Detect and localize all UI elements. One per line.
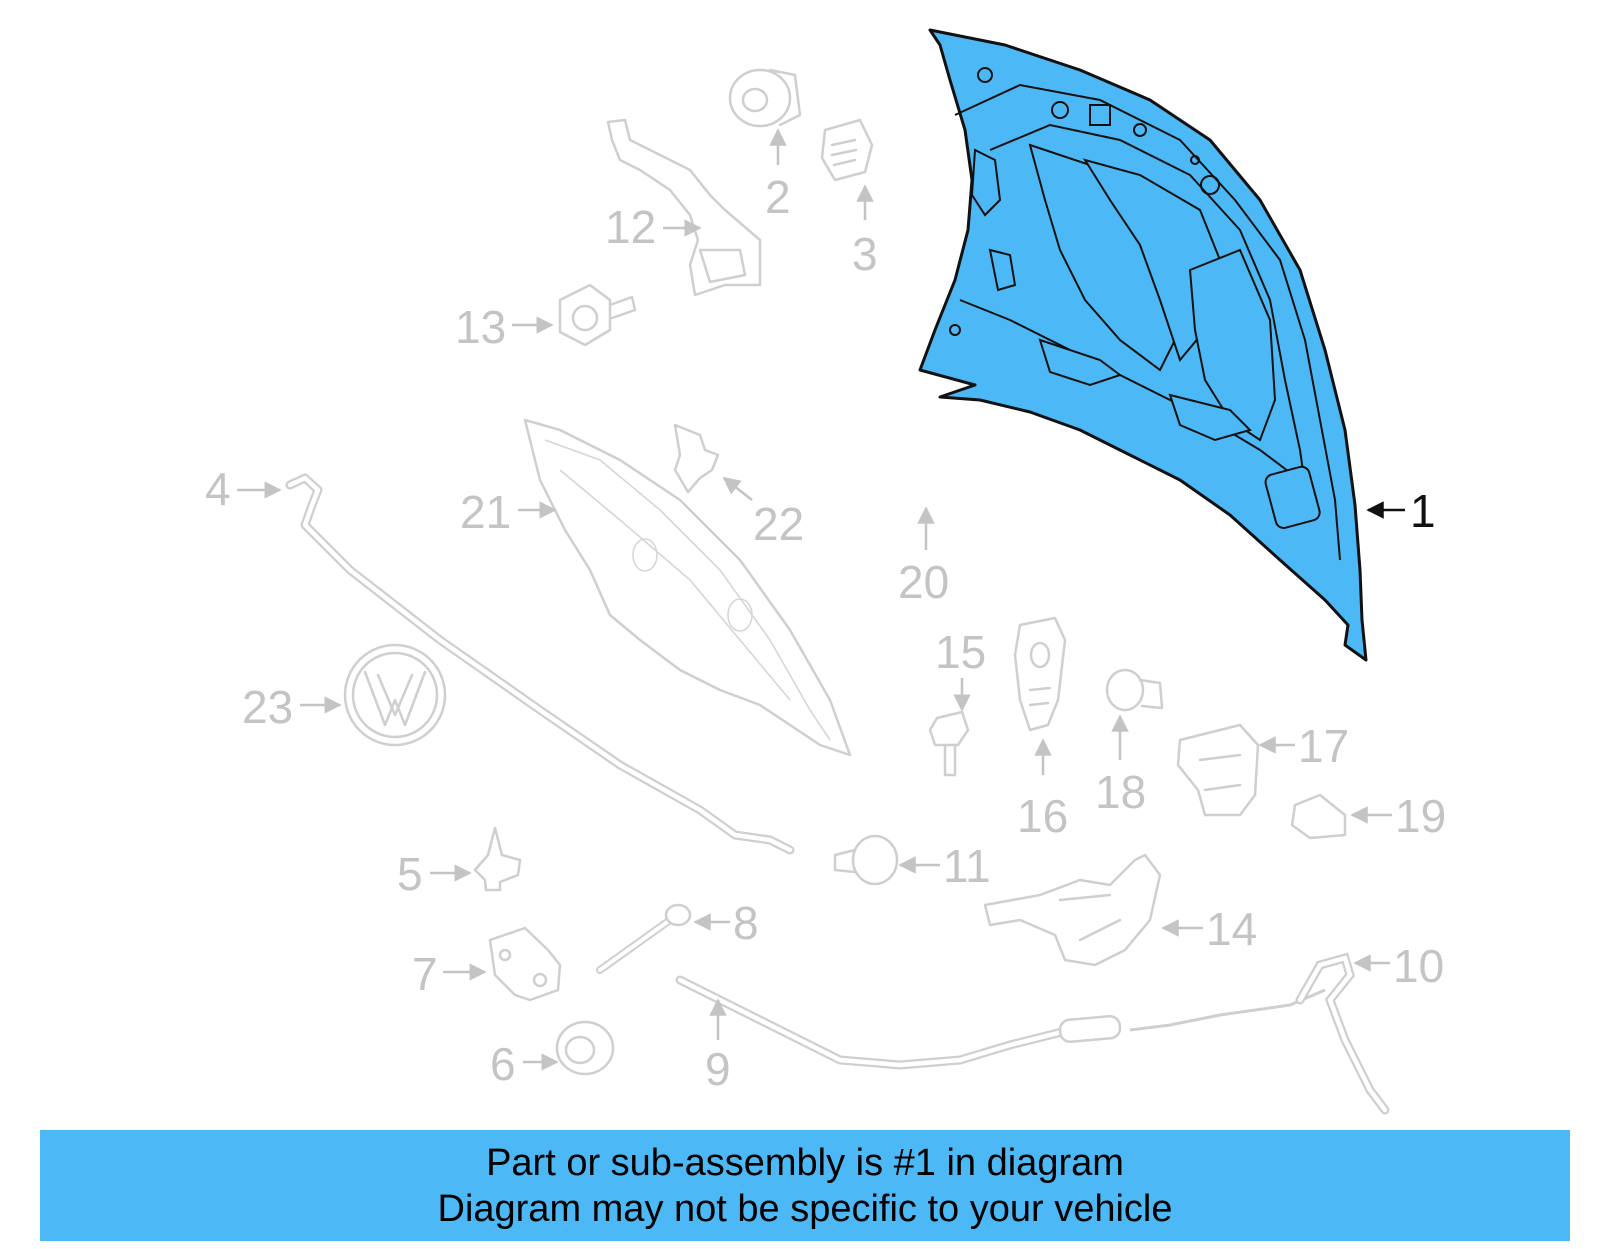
callout-7: 7 (412, 948, 487, 1000)
callout-number: 10 (1393, 940, 1444, 992)
part-19-clip[interactable] (1290, 793, 1347, 840)
callout-number: 2 (765, 171, 791, 223)
part-14-hinge[interactable] (983, 853, 1162, 967)
banner-line-part: Part or sub-assembly is #1 in diagram (486, 1141, 1124, 1184)
callout-14: 14 (1161, 903, 1257, 955)
part-15-bolt[interactable] (928, 710, 970, 777)
part-22-clip[interactable] (673, 423, 720, 494)
part-10-release-handle[interactable] (1295, 952, 1390, 1115)
callout-number: 11 (943, 840, 991, 892)
info-banner: Part or sub-assembly is #1 in diagram Di… (40, 1130, 1570, 1241)
callout-12: 12 (605, 201, 702, 253)
callout-number: 17 (1298, 720, 1349, 772)
callout-22: 22 (722, 476, 804, 550)
callout-number: 14 (1206, 903, 1257, 955)
callout-number: 15 (935, 626, 986, 678)
callout-19: 19 (1350, 790, 1446, 842)
callout-number: 23 (242, 681, 293, 733)
part-17-latch-bracket[interactable] (1176, 723, 1260, 817)
callout-number: 22 (753, 498, 804, 550)
callout-8: 8 (693, 897, 759, 949)
banner-line-disclaimer: Diagram may not be specific to your vehi… (437, 1187, 1173, 1230)
callout-20: 20 (898, 506, 949, 608)
callout-number: 16 (1017, 790, 1068, 842)
part-13-bolt[interactable] (558, 283, 637, 347)
part-18-bumper[interactable] (1105, 668, 1164, 712)
callout-number: 19 (1395, 790, 1446, 842)
callout-16: 16 (1017, 738, 1068, 842)
callout-number: 7 (412, 948, 438, 1000)
part-20-prop-rod[interactable] (717, 337, 1188, 633)
callout-number: 18 (1095, 766, 1146, 818)
part-21-insulation-pad[interactable] (523, 418, 852, 757)
part-11-bumper[interactable] (833, 834, 899, 886)
part-8-bolt[interactable] (596, 903, 692, 974)
callout-number: 21 (460, 486, 511, 538)
part-6-grommet[interactable] (555, 1020, 615, 1076)
callout-17: 17 (1258, 720, 1349, 772)
part-4-release-cable[interactable] (285, 473, 795, 855)
callout-number: 13 (455, 301, 506, 353)
callout-number: 12 (605, 201, 656, 253)
callout-23: 23 (242, 681, 342, 733)
part-2-grommet[interactable] (728, 68, 802, 128)
callout-6: 6 (490, 1038, 559, 1090)
callout-number: 3 (852, 228, 878, 280)
part-1-hood[interactable] (918, 28, 1368, 662)
callout-number: 20 (898, 556, 949, 608)
callout-1: 1 (1366, 485, 1436, 537)
part-5-striker[interactable] (473, 826, 522, 892)
callout-number: 5 (397, 848, 423, 900)
part-7-latch[interactable] (488, 926, 562, 1002)
callout-11: 11 (898, 840, 991, 892)
callout-15: 15 (935, 626, 986, 712)
callout-3: 3 (852, 184, 878, 280)
callout-4: 4 (205, 463, 282, 515)
callout-2: 2 (765, 128, 791, 223)
callout-number: 9 (705, 1043, 731, 1095)
part-16-bumper-bracket[interactable] (1013, 616, 1067, 732)
part-23-emblem[interactable] (343, 643, 447, 747)
callout-number: 6 (490, 1038, 516, 1090)
callout-5: 5 (397, 848, 472, 900)
part-12-hinge-bracket[interactable] (606, 118, 762, 297)
callout-18: 18 (1095, 714, 1146, 818)
callout-21: 21 (460, 486, 557, 538)
callout-9: 9 (705, 998, 731, 1095)
part-9-release-cable[interactable] (675, 975, 1326, 1070)
callout-10: 10 (1353, 940, 1444, 992)
callout-number: 8 (733, 897, 759, 949)
callout-13: 13 (455, 301, 554, 353)
callout-number: 1 (1410, 485, 1436, 537)
part-3-clip[interactable] (820, 118, 874, 182)
callout-number: 4 (205, 463, 231, 515)
